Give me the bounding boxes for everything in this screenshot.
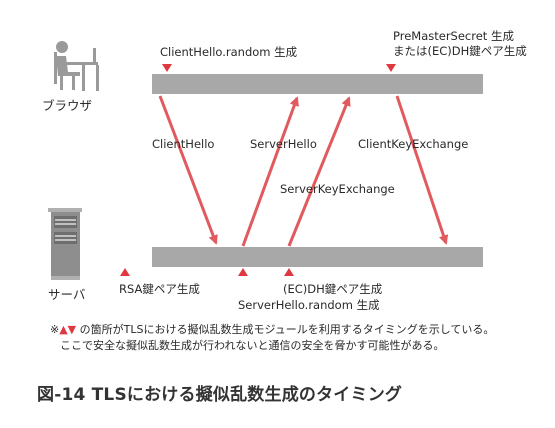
- server-key-exchange-label: ServerKeyExchange: [280, 182, 395, 196]
- client-random-label: ClientHello.random 生成: [160, 45, 298, 59]
- server-random-label: ServerHello.random 生成: [238, 298, 380, 312]
- server-random-marker: [238, 268, 248, 276]
- client-key-exchange-label: ClientKeyExchange: [358, 137, 468, 151]
- server-icon: [48, 208, 82, 280]
- browser-user-icon: [54, 41, 99, 91]
- server-timeline-bar: [152, 247, 483, 267]
- footnote-line-2: ここで安全な擬似乱数生成が行われないと通信の安全を脅かす可能性がある。: [60, 339, 445, 352]
- server-label: サーバ: [48, 287, 85, 302]
- browser-label: ブラウザ: [42, 98, 92, 113]
- server-hello-label: ServerHello: [250, 137, 317, 151]
- premaster-label-line2: または(EC)DH鍵ペア生成: [393, 44, 527, 58]
- server-hello-arrow: [241, 96, 299, 247]
- ecdh-keypair-marker: [284, 268, 294, 276]
- rsa-keypair-label: RSA鍵ペア生成: [119, 282, 200, 296]
- footnote: ※▲▼ の箇所がTLSにおける擬似乱数生成モジュールを利用するタイミングを示して…: [50, 322, 494, 354]
- rsa-keypair-marker: [120, 268, 130, 276]
- ecdh-keypair-label: (EC)DH鍵ペア生成: [283, 282, 383, 296]
- client-hello-arrow: [158, 95, 218, 245]
- browser-timeline-bar: [152, 74, 483, 94]
- premaster-marker: [386, 64, 396, 72]
- client-random-marker: [162, 64, 172, 72]
- client-hello-label: ClientHello: [152, 137, 214, 151]
- footnote-line-1-text: の箇所がTLSにおける擬似乱数生成モジュールを利用するタイミングを示している。: [76, 323, 495, 336]
- footnote-marker-icons: ▲▼: [59, 323, 77, 336]
- premaster-label-line1: PreMasterSecret 生成: [393, 29, 514, 43]
- figure-caption: 図-14 TLSにおける擬似乱数生成のタイミング: [37, 385, 403, 405]
- client-key-exchange-arrow: [395, 95, 449, 245]
- server-key-exchange-arrow: [287, 96, 351, 247]
- footnote-line-1: ※▲▼ の箇所がTLSにおける擬似乱数生成モジュールを利用するタイミングを示して…: [50, 322, 494, 338]
- footnote-prefix: ※: [50, 323, 60, 336]
